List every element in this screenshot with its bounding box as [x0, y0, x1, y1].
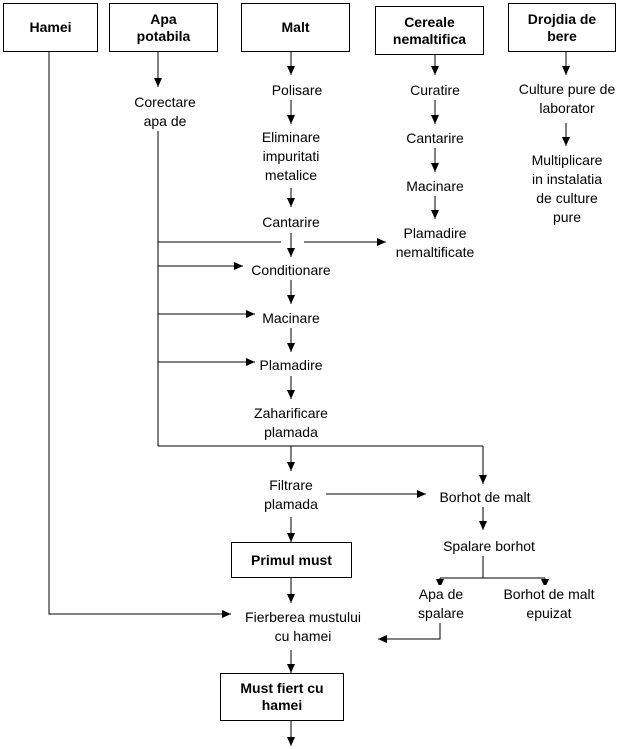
cereale-line-1: Cereale: [404, 13, 455, 30]
primul-must-box: Primul must: [231, 542, 352, 578]
multiplicare-line-3: de culture: [536, 190, 598, 206]
malt-box: Malt: [241, 3, 350, 52]
macinare-step: Macinare: [262, 309, 320, 328]
filtrare-step: Filtrare plamada: [264, 476, 318, 514]
curatire-label: Curatire: [410, 82, 460, 98]
zaharificare-step: Zaharificare plamada: [254, 404, 328, 442]
plamadire-step: Plamadire: [259, 356, 323, 375]
primul-must-label: Primul must: [251, 551, 332, 568]
corectare-apa-step: Corectare apa de: [134, 93, 196, 131]
eliminare-step: Eliminare impuritati metalice: [261, 128, 321, 185]
polisare-label: Polisare: [271, 82, 323, 98]
cantarire-cereale-label: Cantarire: [406, 130, 464, 146]
multiplicare-step: Multiplicare in instalatia de culture pure: [531, 151, 603, 227]
cantarire-label: Cantarire: [262, 214, 320, 230]
borhot-epuizat-step: Borhot de malt epuizat: [503, 585, 595, 623]
line-hamei-fierberea: [48, 52, 231, 618]
eliminare-line-1: Eliminare: [261, 129, 321, 145]
apa-spalare-line-2: spalare: [418, 605, 464, 621]
borhot-malt-label: Borhot de malt: [439, 489, 531, 505]
cantarire-step: Cantarire: [262, 213, 320, 232]
zaharificare-line-2: plamada: [264, 424, 318, 440]
malt-label: Malt: [281, 19, 310, 35]
culture-pure-step: Culture pure de laborator: [518, 80, 616, 118]
cereale-line-2: nemaltifica: [392, 30, 467, 47]
culture-line-1: Culture pure de: [518, 81, 616, 97]
hamei-label: Hamei: [29, 19, 72, 35]
fierberea-step: Fierberea mustului cu hamei: [245, 608, 361, 646]
hamei-box: Hamei: [3, 3, 98, 52]
macinare-cereale-label: Macinare: [406, 178, 464, 194]
must-fiert-line-2: hamei: [261, 697, 303, 713]
plamadire-label: Plamadire: [259, 357, 323, 373]
multiplicare-line-2: in instalatia: [531, 171, 603, 187]
drojdia-line-2: bere: [547, 27, 577, 44]
plamadire-nemalt-line-1: Plamadire: [403, 225, 467, 241]
apa-de-spalare-step: Apa de spalare: [418, 585, 464, 623]
plamadire-nemaltificate-step: Plamadire nemaltificate: [395, 224, 475, 262]
corectare-line-1: Corectare: [134, 94, 196, 110]
fierberea-line-2: cu hamei: [274, 628, 332, 644]
zaharificare-line-1: Zaharificare: [254, 405, 328, 421]
spalare-label: Spalare borhot: [443, 538, 535, 554]
spalare-borhot-step: Spalare borhot: [443, 537, 535, 556]
must-fiert-line-1: Must fiert cu: [240, 680, 324, 696]
borhot-de-malt-step: Borhot de malt: [439, 488, 531, 507]
multiplicare-line-4: pure: [552, 209, 582, 225]
filtrare-line-2: plamada: [264, 496, 318, 512]
multiplicare-line-1: Multiplicare: [531, 152, 603, 168]
corectare-line-2: apa de: [143, 113, 187, 129]
eliminare-line-3: metalice: [264, 167, 318, 183]
cantarire-cereale-step: Cantarire: [406, 129, 464, 148]
apa-spalare-line-1: Apa de: [418, 586, 464, 602]
conditionare-step: Conditionare: [251, 261, 331, 280]
macinare-cereale-step: Macinare: [406, 177, 464, 196]
curatire-step: Curatire: [410, 81, 460, 100]
drojdia-line-1: Drojdia de: [527, 10, 597, 27]
plamadire-nemalt-line-2: nemaltificate: [395, 244, 475, 260]
arrow-apa-spalare-fierberea: [378, 622, 441, 643]
macinare-label: Macinare: [262, 310, 320, 326]
filtrare-line-1: Filtrare: [269, 477, 313, 493]
conditionare-label: Conditionare: [251, 262, 331, 278]
culture-line-2: laborator: [539, 100, 595, 116]
polisare-step: Polisare: [271, 81, 323, 100]
epuizat-line-2: epuizat: [526, 605, 572, 621]
apa-line-2: potabila: [136, 27, 191, 44]
epuizat-line-1: Borhot de malt: [503, 586, 595, 602]
apa-line-1: Apa: [150, 10, 177, 27]
eliminare-line-2: impuritati: [262, 148, 320, 164]
fierberea-line-1: Fierberea mustului: [245, 609, 361, 625]
